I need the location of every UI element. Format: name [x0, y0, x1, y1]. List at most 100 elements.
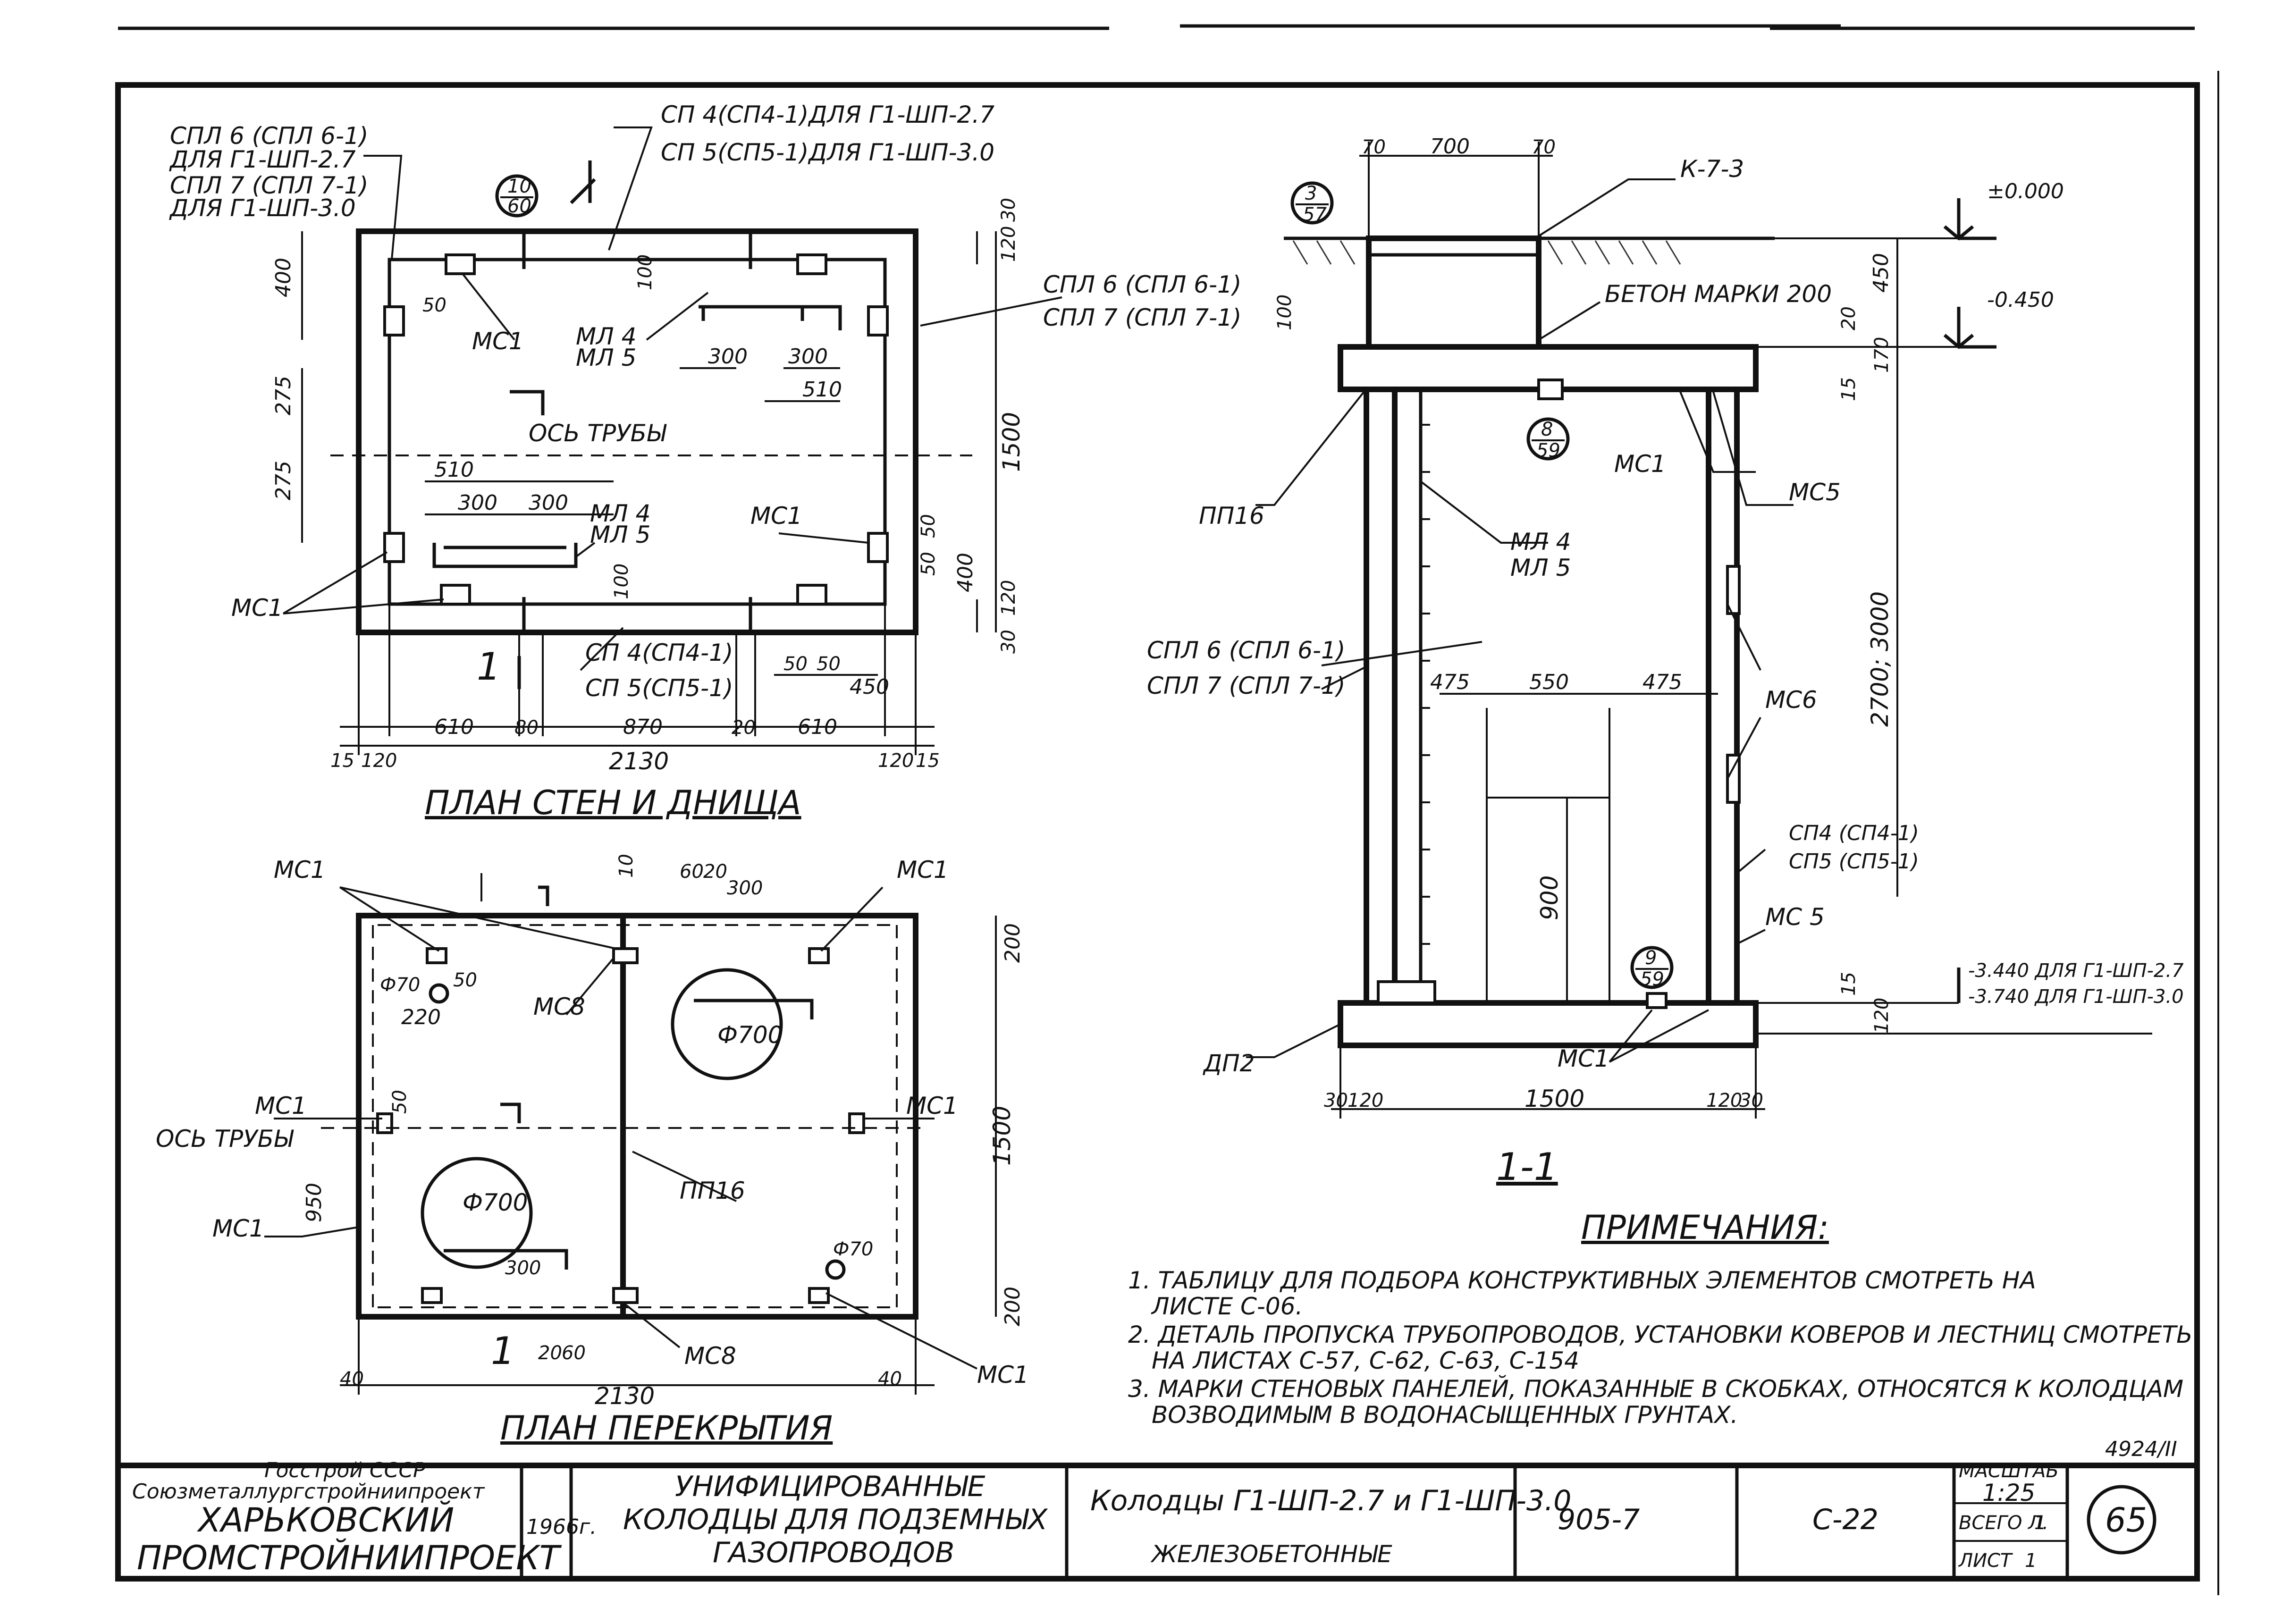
dim-400-b: 400	[953, 553, 977, 592]
dim-slab-50-a: 50	[453, 969, 477, 991]
note-2a: 2. ДЕТАЛЬ ПРОПУСКА ТРУБОПРОВОДОВ, УСТАНО…	[1128, 1321, 2192, 1348]
section-labels: 3 57 К-7-3 ±0.000 БЕТОН МАРКИ 200 -0.450…	[1147, 135, 2184, 1189]
dim-slab-300-top: 300	[727, 877, 763, 899]
dim-610-r: 610	[798, 715, 837, 739]
sheet-code: С-22	[1812, 1503, 1878, 1536]
dim-slab-10: 10	[615, 854, 637, 878]
label-mc1-a: МС1	[472, 328, 524, 355]
sheet-title-line-2: ЖЕЛЕЗОБЕТОННЫЕ	[1150, 1540, 1392, 1568]
dim-sect-170: 170	[1871, 337, 1893, 373]
label-concrete: БЕТОН МАРКИ 200	[1605, 280, 1832, 308]
label-pp16-slab: ПП16	[680, 1177, 745, 1204]
label-mc1-b: МС1	[750, 502, 802, 530]
dim-30-b: 30	[998, 630, 1019, 654]
dim-100-b: 100	[611, 564, 632, 599]
ref-b-den: 59	[1536, 440, 1560, 462]
note-3a: 3. МАРКИ СТЕНОВЫХ ПАНЕЛЕЙ, ПОКАЗАННЫЕ В …	[1128, 1375, 2183, 1403]
label-mc1-br: МС1	[977, 1361, 1029, 1388]
sheet-frame	[115, 24, 2219, 1595]
dim-510-a: 510	[802, 378, 842, 402]
dim-slab-40-l: 40	[340, 1368, 364, 1390]
label-sp4-top: СП 4(СП4-1)ДЛЯ Г1-ШП-2.7	[661, 101, 994, 128]
label-pp16-sect: ПП16	[1199, 502, 1264, 530]
section-mark-1-slab: 1	[491, 1329, 515, 1373]
dim-2130-walls: 2130	[609, 748, 669, 775]
dim-sect-20: 20	[1838, 306, 1860, 330]
page-number: 65	[2105, 1501, 2147, 1540]
dim-300-d: 300	[529, 491, 568, 515]
notes-heading: ПРИМЕЧАНИЯ:	[1581, 1208, 1829, 1247]
level-3740: -3.740 ДЛЯ Г1-ШП-3.0	[1968, 986, 2184, 1008]
label-mc1-r: МС1	[906, 1092, 958, 1119]
dim-sect-70-a: 70	[1362, 136, 1386, 158]
label-spl6-sect: СПЛ 6 (СПЛ 6-1)	[1147, 637, 1345, 664]
ref-a-den: 57	[1303, 204, 1327, 226]
dim-sect-2700-3000: 2700; 3000	[1866, 591, 1894, 727]
label-mc1-sect-bot: МС1	[1558, 1045, 1609, 1072]
dim-870: 870	[623, 715, 663, 739]
sheet-value: 1	[2025, 1550, 2037, 1572]
title-section-1-1: 1-1	[1496, 1145, 1558, 1189]
dim-sect-120-l: 120	[1348, 1090, 1383, 1111]
org-line-3: ХАРЬКОВСКИЙ	[196, 1501, 454, 1540]
dim-300-a: 300	[708, 345, 748, 369]
label-phi70-b: Ф70	[833, 1238, 873, 1260]
dim-sect-475-a: 475	[1430, 670, 1470, 694]
total-value: 1	[2034, 1512, 2046, 1534]
label-k73: К-7-3	[1680, 155, 1744, 183]
dim-15-r: 15	[916, 750, 940, 772]
level-045: -0.450	[1987, 288, 2054, 312]
label-axis-pipe-slab: ОСЬ ТРУБЫ	[156, 1125, 294, 1153]
dim-30-a: 30	[998, 198, 1019, 222]
note-1a: 1. ТАБЛИЦУ ДЛЯ ПОДБОРА КОНСТРУКТИВНЫХ ЭЛ…	[1128, 1267, 2036, 1294]
org-line-4: ПРОМСТРОЙНИИПРОЕКТ	[137, 1539, 562, 1577]
label-for-g30: ДЛЯ Г1-ШП-3.0	[169, 194, 356, 222]
label-mc8-b: МС8	[684, 1342, 736, 1370]
project-line-3: ГАЗОПРОВОДОВ	[713, 1536, 954, 1569]
dim-sect-15-b: 15	[1838, 972, 1860, 996]
dim-slab-300-b: 300	[505, 1257, 541, 1279]
dim-300-c: 300	[458, 491, 497, 515]
label-ml5-b: МЛ 5	[590, 521, 650, 548]
label-sp5-sect: СП5 (СП5-1)	[1789, 850, 1919, 874]
label-right-spl6: СПЛ 6 (СПЛ 6-1)	[1043, 271, 1241, 298]
ref-den-top: 60	[507, 195, 531, 217]
ref-a-num: 3	[1305, 183, 1317, 204]
dim-slab-950: 950	[302, 1183, 326, 1222]
project-line-2: КОЛОДЦЫ ДЛЯ ПОДЗЕМНЫХ	[623, 1503, 1048, 1536]
dim-slab-1500: 1500	[988, 1106, 1016, 1166]
label-axis-pipe: ОСЬ ТРУБЫ	[529, 420, 667, 447]
label-mc1-ll: МС1	[212, 1215, 264, 1242]
dim-sect-30-l: 30	[1324, 1090, 1348, 1111]
section-1-1	[1246, 142, 2152, 1119]
ref-c-den: 59	[1640, 968, 1664, 990]
dim-slab-200-b: 200	[1001, 1287, 1025, 1326]
org-line-1: Госстрой СССР	[264, 1458, 426, 1482]
year: 1966г.	[526, 1515, 597, 1539]
note-2b: НА ЛИСТАХ С-57, С-62, С-63, С-154	[1152, 1347, 1579, 1374]
dim-50-b: 50	[918, 514, 939, 538]
dim-120-r: 120	[878, 750, 914, 772]
inventory-number: 4924/II	[2105, 1437, 2177, 1461]
label-ml5-sect: МЛ 5	[1510, 554, 1571, 581]
dim-sect-120-r: 120	[1706, 1090, 1742, 1111]
dim-100-a: 100	[634, 254, 656, 290]
label-mc6: МС6	[1765, 686, 1817, 714]
level-3440: -3.440 ДЛЯ Г1-ШП-2.7	[1968, 960, 2184, 982]
dim-sect-30-r: 30	[1739, 1090, 1763, 1111]
plan-walls-labels: СПЛ 6 (СПЛ 6-1) ДЛЯ Г1-ШП-2.7 СПЛ 7 (СПЛ…	[169, 101, 1241, 822]
label-mc8-a: МС8	[533, 993, 585, 1020]
label-mc1-c: МС1	[231, 594, 283, 622]
dim-slab-60-b: 60	[562, 1342, 586, 1364]
dim-50-c: 50	[918, 552, 939, 576]
ref-c-num: 9	[1645, 947, 1657, 969]
label-mc5-top: МС5	[1789, 479, 1841, 506]
dim-510-b: 510	[434, 458, 474, 482]
dim-50-e: 50	[817, 653, 841, 675]
dim-80: 80	[514, 717, 539, 739]
dim-275-b: 275	[271, 461, 295, 500]
dim-sect-700: 700	[1430, 135, 1470, 159]
dim-sect-100: 100	[1274, 295, 1296, 330]
dim-sect-550: 550	[1529, 670, 1569, 694]
